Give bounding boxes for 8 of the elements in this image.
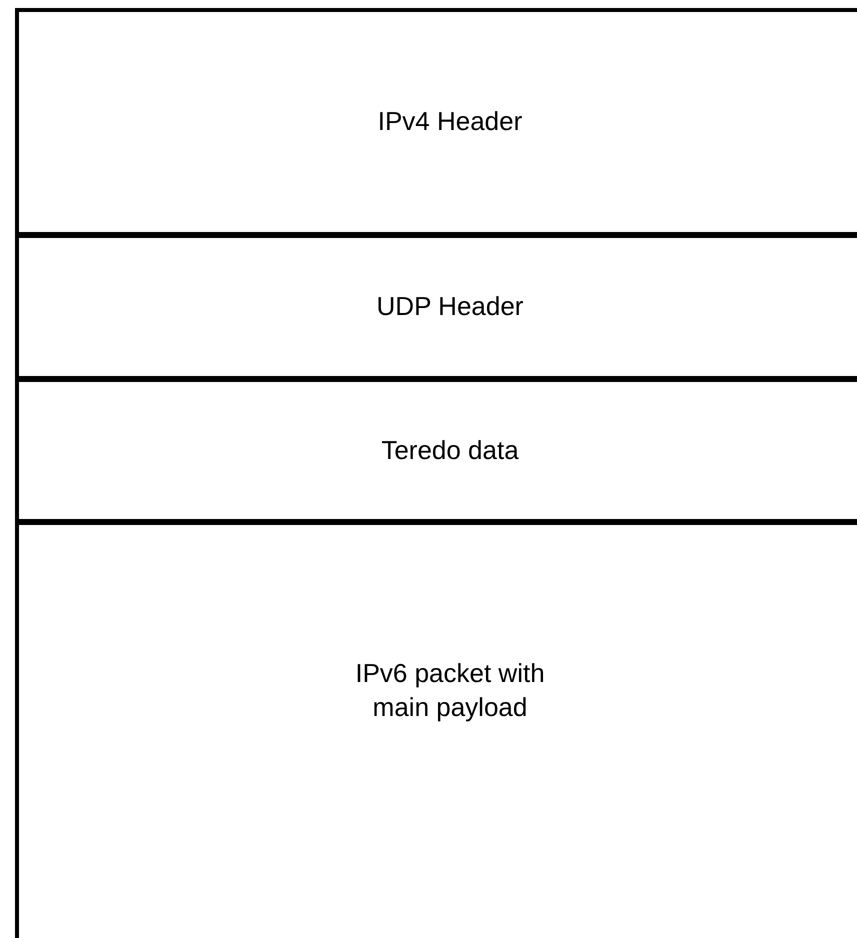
band-label: UDP Header — [376, 290, 524, 324]
band-label: IPv6 packet with main payload — [354, 656, 546, 724]
header-band — [15, 234, 857, 380]
band-label: IPv4 Header — [378, 105, 522, 138]
header-band — [15, 378, 857, 523]
header-band — [15, 8, 857, 236]
header-band — [15, 521, 857, 938]
band-label: Teredo data — [381, 434, 519, 467]
